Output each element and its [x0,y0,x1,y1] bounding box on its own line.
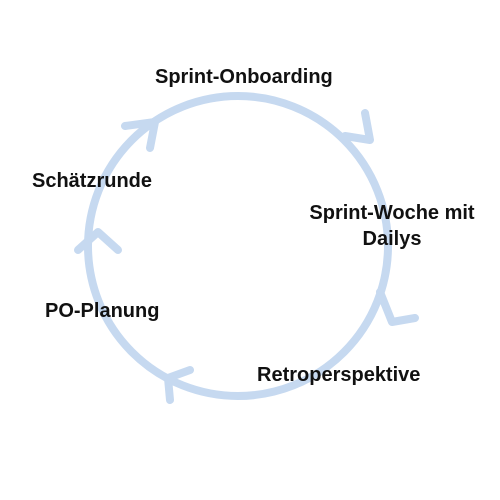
stage-retroperspektive-label: Retroperspektive [257,364,421,386]
stage-po-planung-label: PO-Planung [45,300,160,322]
arrow-right-icon [341,109,374,144]
arrow-up-icon [74,228,122,254]
arrow-down-icon [376,288,419,326]
arrow-left-icon [164,366,194,404]
stage-sprint-onboarding-label: Sprint-Onboarding [155,66,333,88]
stage-sprint-woche-label: Sprint-Woche mit Dailys [300,200,484,252]
stage-schaetzrunde-label: Schätzrunde [32,170,153,192]
stage-sprint-woche-line2: Dailys [362,228,422,250]
stage-sprint-woche-line1: Sprint-Woche mit [309,202,475,224]
arrow-up-icon [121,118,159,152]
